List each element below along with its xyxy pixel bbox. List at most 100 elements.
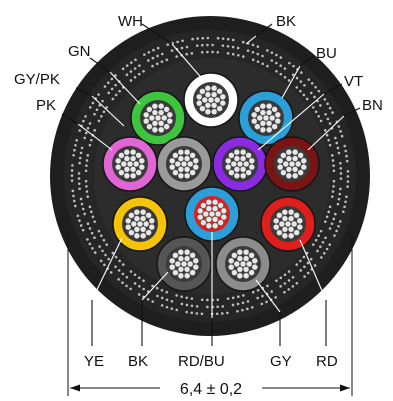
shield-strand bbox=[339, 177, 343, 180]
shield-strand bbox=[86, 222, 90, 226]
shield-strand bbox=[274, 61, 278, 65]
conductor-strand bbox=[177, 272, 185, 279]
shield-strand bbox=[75, 138, 79, 142]
conductor-strand bbox=[183, 166, 191, 173]
conductor-strand bbox=[151, 109, 159, 116]
shield-strand bbox=[221, 44, 225, 47]
conductor-strand bbox=[208, 210, 216, 218]
conductor-gy bbox=[215, 236, 271, 292]
shield-strand bbox=[190, 304, 194, 308]
conductor-strand bbox=[128, 212, 135, 219]
conductor-strand bbox=[129, 166, 137, 173]
shield-strand bbox=[146, 59, 150, 62]
shield-strand bbox=[345, 195, 348, 199]
shield-strand bbox=[295, 76, 299, 80]
conductor-strand bbox=[143, 111, 150, 119]
conductor-strand bbox=[278, 220, 285, 228]
shield-strand bbox=[226, 297, 230, 300]
conductor-strand bbox=[172, 252, 179, 259]
conductor-strand bbox=[228, 152, 235, 159]
conductor-strand bbox=[183, 266, 191, 273]
shield-strand bbox=[93, 236, 96, 240]
shield-strand bbox=[80, 202, 84, 206]
shield-strand bbox=[104, 253, 107, 257]
conductor-strand bbox=[204, 85, 211, 92]
braided-shield bbox=[70, 36, 350, 316]
conductor-strand bbox=[236, 266, 244, 273]
shield-strand bbox=[299, 80, 303, 83]
conductor-strand bbox=[287, 209, 295, 216]
shield-strand bbox=[125, 64, 129, 67]
conductor-strand bbox=[259, 120, 267, 127]
shield-strand bbox=[314, 85, 317, 89]
shield-strand bbox=[200, 50, 204, 54]
shield-strand bbox=[100, 234, 103, 238]
shield-strand bbox=[324, 236, 327, 240]
shield-strand bbox=[265, 49, 269, 52]
shield-strand bbox=[242, 294, 245, 297]
conductor-strand bbox=[231, 269, 238, 276]
conductor-strand bbox=[239, 155, 247, 162]
shield-strand bbox=[166, 43, 170, 46]
shield-strand bbox=[292, 64, 295, 68]
shield-strand bbox=[236, 309, 239, 313]
conductor-strand bbox=[158, 126, 165, 133]
conductor-strand bbox=[282, 160, 289, 168]
conductor-pk bbox=[102, 136, 158, 192]
shield-strand bbox=[138, 285, 141, 288]
shield-strand bbox=[226, 311, 229, 315]
conductor-strand bbox=[297, 169, 304, 176]
leader-line bbox=[141, 23, 173, 45]
conductor-strand bbox=[169, 164, 176, 171]
shield-strand bbox=[111, 97, 115, 101]
shield-strand bbox=[101, 249, 104, 253]
conductor-strand bbox=[148, 114, 155, 122]
shield-strand bbox=[151, 300, 155, 303]
conductor-strand bbox=[212, 222, 219, 229]
conductor-strand bbox=[196, 93, 203, 101]
shield-strand bbox=[241, 308, 244, 312]
shield-strand bbox=[309, 91, 313, 95]
shield-strand bbox=[151, 64, 154, 68]
conductor-strand bbox=[157, 120, 165, 127]
label-bk-bottom: BK bbox=[128, 353, 148, 370]
conductor-strand bbox=[300, 157, 307, 164]
shield-strand bbox=[88, 205, 92, 209]
conductor-gy-pk bbox=[156, 136, 212, 192]
conductor-strand bbox=[215, 210, 222, 218]
conductor-strand bbox=[123, 166, 131, 173]
shield-strand bbox=[160, 60, 164, 63]
conductor-strand bbox=[273, 224, 280, 231]
shield-strand bbox=[156, 54, 159, 58]
shield-strand bbox=[344, 149, 348, 153]
shield-strand bbox=[241, 40, 245, 44]
conductor-strand bbox=[123, 149, 130, 156]
shield-strand bbox=[299, 89, 302, 93]
conductor-strand bbox=[269, 114, 276, 122]
shield-strand bbox=[226, 37, 230, 41]
shield-strand bbox=[307, 78, 311, 81]
shield-strand bbox=[339, 161, 342, 165]
conductor-strand bbox=[297, 152, 304, 159]
shield-strand bbox=[70, 174, 74, 177]
conductor-strand bbox=[211, 199, 219, 206]
conductor-strand bbox=[146, 123, 153, 130]
conductor-strand bbox=[240, 172, 247, 179]
conductor-strand bbox=[281, 226, 289, 233]
shield-strand bbox=[345, 154, 348, 158]
label-gy: GY bbox=[270, 353, 292, 370]
shield-strand bbox=[246, 49, 250, 52]
shield-strand bbox=[70, 179, 74, 182]
shield-strand bbox=[107, 257, 111, 261]
shield-strand bbox=[142, 287, 146, 291]
shield-strand bbox=[328, 106, 332, 110]
shield-strand bbox=[147, 50, 151, 54]
leader-lines-outside bbox=[61, 23, 361, 346]
conductor-strand bbox=[139, 226, 147, 233]
conductor-strand bbox=[192, 163, 199, 171]
conductor-strand bbox=[183, 155, 191, 162]
shield-strand bbox=[287, 279, 291, 282]
conductor-strand bbox=[202, 210, 209, 218]
shield-strand bbox=[287, 79, 291, 82]
shield-strand bbox=[121, 281, 124, 285]
